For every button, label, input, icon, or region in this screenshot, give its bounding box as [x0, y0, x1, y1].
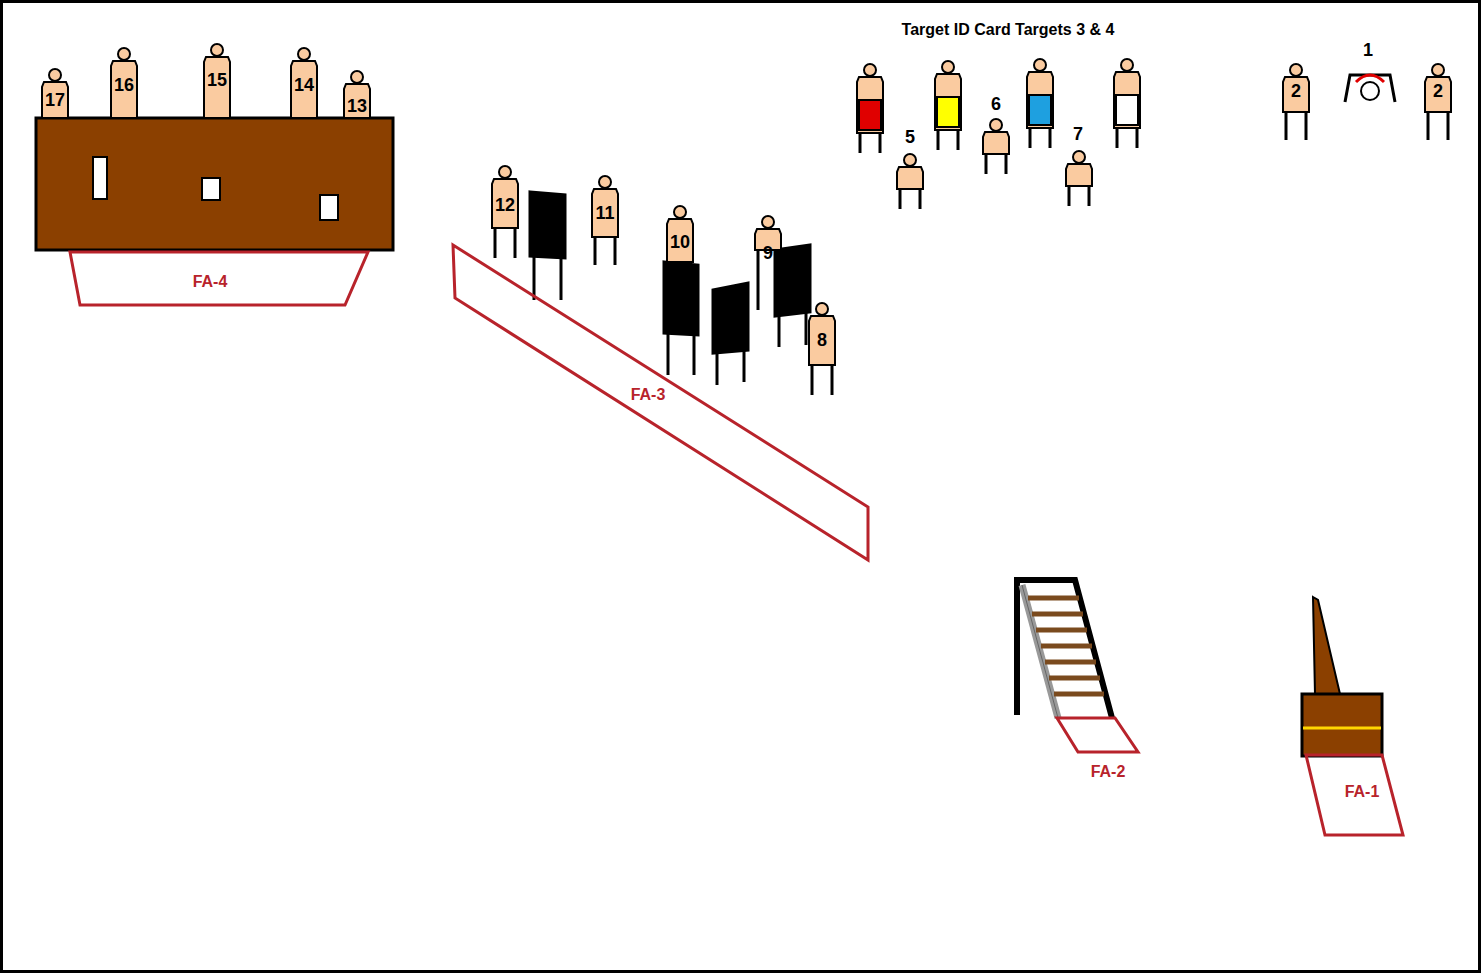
target: 2: [1422, 63, 1454, 140]
target-silhouette: [752, 215, 784, 310]
no-shoot-targets: [530, 192, 810, 385]
target-number: 14: [294, 76, 314, 94]
fault-area: FA-1: [1306, 755, 1403, 835]
target: 14: [288, 47, 320, 118]
target-number: 16: [114, 76, 134, 94]
stage-title: Target ID Card Targets 3 & 4: [902, 22, 1115, 38]
callout-number: 6: [991, 95, 1001, 113]
target-number: 15: [207, 71, 227, 89]
steel-popper: [1345, 75, 1395, 102]
target: 10: [664, 205, 696, 300]
fault-area-outline: [1057, 718, 1138, 752]
target-number: 8: [817, 331, 827, 349]
target: 15: [201, 43, 233, 118]
target: 17: [39, 68, 71, 118]
fault-area: FA-3: [453, 245, 868, 560]
target-number: 13: [347, 97, 367, 115]
target-silhouette: [664, 205, 696, 300]
wall: [36, 118, 393, 250]
fault-area: FA-4: [70, 252, 368, 305]
target-silhouette: [1422, 63, 1454, 140]
callout-number: 7: [1073, 125, 1083, 143]
wall-port: [93, 157, 107, 199]
wall-port: [320, 195, 338, 220]
target-number: 9: [763, 244, 773, 262]
callout-number: 1: [1363, 41, 1373, 59]
target-number: 2: [1291, 82, 1301, 100]
target-number: 10: [670, 233, 690, 251]
target: 13: [341, 70, 373, 118]
fault-area-label: FA-4: [193, 274, 228, 290]
target: 12: [489, 165, 521, 258]
fault-area: FA-2: [1057, 718, 1138, 752]
fault-area-label: FA-1: [1345, 784, 1380, 800]
target-number: 2: [1433, 82, 1443, 100]
target: 16: [108, 47, 140, 118]
target-number: 11: [595, 204, 614, 222]
target: 8: [806, 302, 838, 395]
barricade: [1302, 597, 1382, 756]
target-number: 17: [45, 91, 65, 109]
ladder: [1017, 580, 1112, 718]
target: 9: [752, 215, 784, 310]
callout-number: 5: [905, 128, 915, 146]
target-silhouette: [1280, 63, 1312, 140]
target: 11: [589, 175, 621, 265]
small-targets: [897, 119, 1092, 209]
fault-area-label: FA-2: [1091, 764, 1126, 780]
wall-port: [202, 178, 220, 200]
target-number: 12: [495, 196, 515, 214]
target: 2: [1280, 63, 1312, 140]
fault-area-label: FA-3: [631, 387, 666, 403]
